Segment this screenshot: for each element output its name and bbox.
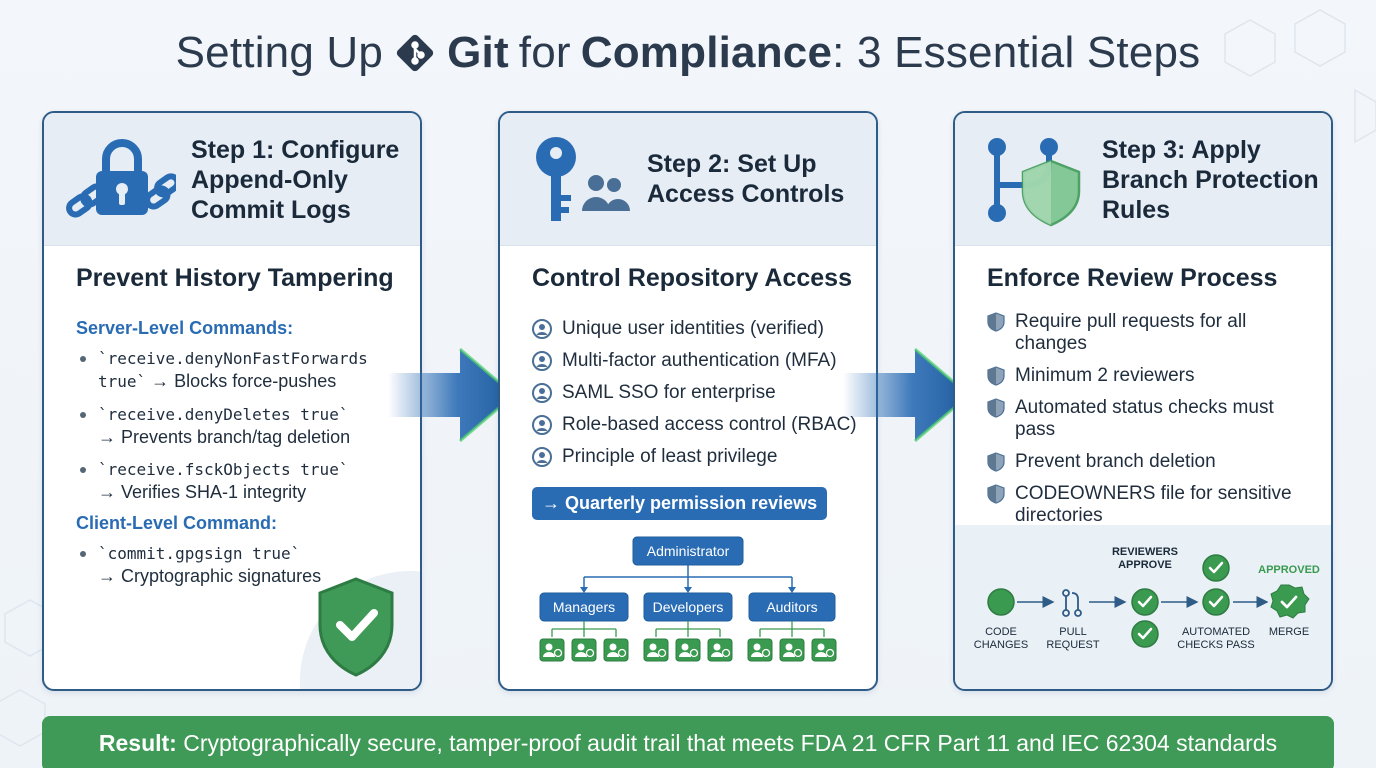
shield-check-icon	[300, 571, 420, 689]
list-item: Role-based access control (RBAC)	[532, 409, 876, 441]
check-pass-icon	[1202, 554, 1230, 582]
step3-subhead: Enforce Review Process	[987, 264, 1278, 292]
user-icon	[532, 383, 552, 403]
step2-card: Step 2: Set Up Access Controls Control R…	[498, 111, 878, 691]
user-badge-icon	[603, 638, 629, 662]
list-item: `receive.denyDeletes true`→ Prevents bra…	[76, 403, 420, 448]
list-item: Unique user identities (verified)	[532, 313, 876, 345]
step3-card: Step 3: Apply Branch Protection Rules En…	[953, 111, 1333, 691]
step1-header: Step 1: Configure Append-Only Commit Log…	[44, 113, 420, 246]
branch-shield-icon	[988, 138, 1081, 227]
list-item: Minimum 2 reviewers	[987, 365, 1331, 387]
org-group-label: Managers	[553, 599, 615, 615]
quarterly-review-badge: → Quarterly permission reviews	[532, 487, 828, 520]
code-changes-label: CODE	[985, 626, 1017, 638]
code-changes-node	[987, 588, 1015, 616]
user-badge-icon	[643, 638, 669, 662]
review-flow: CODE CHANGES PULL REQUEST REVIEWERS APPR…	[955, 525, 1331, 689]
checks-label: CHECKS PASS	[1177, 639, 1254, 651]
server-level-label: Server-Level Commands:	[76, 318, 294, 338]
list-item: Principle of least privilege	[532, 441, 876, 473]
server-command-list: `receive.denyNonFastForwards true` → Blo…	[76, 347, 420, 503]
step2-subhead: Control Repository Access	[532, 264, 852, 292]
list-item: CODEOWNERS file for sensitive directorie…	[987, 483, 1331, 527]
checks-label: AUTOMATED	[1182, 626, 1250, 638]
user-icon	[532, 447, 552, 467]
access-list: Unique user identities (verified) Multi-…	[532, 313, 876, 473]
step2-title: Step 2: Set Up Access Controls	[647, 150, 845, 208]
list-item: Automated status checks must pass	[987, 397, 1331, 441]
reviewers-label: APPROVE	[1118, 559, 1172, 571]
reviewers-label: REVIEWERS	[1112, 546, 1178, 558]
list-item: Prevent branch deletion	[987, 451, 1331, 473]
list-item: SAML SSO for enterprise	[532, 377, 876, 409]
step1-card: Step 1: Configure Append-Only Commit Log…	[42, 111, 422, 691]
user-badge-icon	[675, 638, 701, 662]
key-users-icon	[536, 137, 630, 221]
user-badge-icon	[707, 638, 733, 662]
result-label: Result:	[98, 730, 177, 756]
user-badge-icon	[539, 638, 565, 662]
padlock-chain-icon	[66, 139, 176, 218]
pull-request-label: PULL	[1059, 626, 1087, 638]
org-group-label: Auditors	[766, 599, 817, 615]
pull-request-label: REQUEST	[1046, 639, 1099, 651]
result-banner: Result: Cryptographically secure, tamper…	[42, 716, 1334, 768]
result-text: Cryptographically secure, tamper-proof a…	[176, 730, 1278, 756]
pull-request-icon	[1062, 589, 1082, 617]
org-chart: Administrator Managers Developers Auditors	[539, 536, 837, 662]
list-item: Multi-factor authentication (MFA)	[532, 345, 876, 377]
protection-rule-list: Require pull requests for all changes Mi…	[987, 311, 1331, 527]
approved-label: APPROVED	[1258, 564, 1320, 576]
list-item: Require pull requests for all changes	[987, 311, 1331, 355]
merge-label: MERGE	[1269, 626, 1309, 638]
shield-icon	[987, 452, 1005, 472]
shield-icon	[987, 312, 1005, 332]
reviewer-check-icon	[1131, 588, 1159, 616]
user-icon	[532, 415, 552, 435]
list-item: `receive.denyNonFastForwards true` → Blo…	[76, 347, 420, 393]
client-command-list: `commit.gpgsign true`→ Cryptographic sig…	[76, 542, 420, 587]
page-title: Setting Up Git for Compliance: 3 Essenti…	[175, 28, 1201, 77]
step1-title: Step 1: Configure Append-Only Commit Log…	[191, 136, 400, 224]
user-icon	[532, 351, 552, 371]
org-root-label: Administrator	[647, 543, 730, 559]
user-badge-icon	[779, 638, 805, 662]
code-changes-label: CHANGES	[974, 639, 1028, 651]
org-connector	[655, 621, 721, 637]
merge-badge-icon	[1270, 584, 1310, 619]
user-badge-icon	[571, 638, 597, 662]
step2-header: Step 2: Set Up Access Controls	[500, 113, 876, 246]
git-logo-icon	[396, 34, 434, 72]
org-connector	[551, 621, 617, 637]
list-item: `receive.fsckObjects true`→ Verifies SHA…	[76, 458, 420, 503]
user-badge-icon	[811, 638, 837, 662]
step1-subhead: Prevent History Tampering	[76, 264, 394, 292]
user-icon	[532, 319, 552, 339]
client-level-label: Client-Level Command:	[76, 513, 278, 533]
reviewer-check-icon	[1131, 620, 1159, 648]
step3-header: Step 3: Apply Branch Protection Rules	[955, 113, 1331, 246]
shield-icon	[987, 398, 1005, 418]
step3-title: Step 3: Apply Branch Protection Rules	[1102, 136, 1319, 224]
check-pass-icon	[1202, 588, 1230, 616]
shield-icon	[987, 484, 1005, 504]
list-item: `commit.gpgsign true`→ Cryptographic sig…	[76, 542, 420, 587]
user-badge-icon	[747, 638, 773, 662]
shield-icon	[987, 366, 1005, 386]
org-connector	[759, 621, 825, 637]
org-group-label: Developers	[653, 599, 724, 615]
